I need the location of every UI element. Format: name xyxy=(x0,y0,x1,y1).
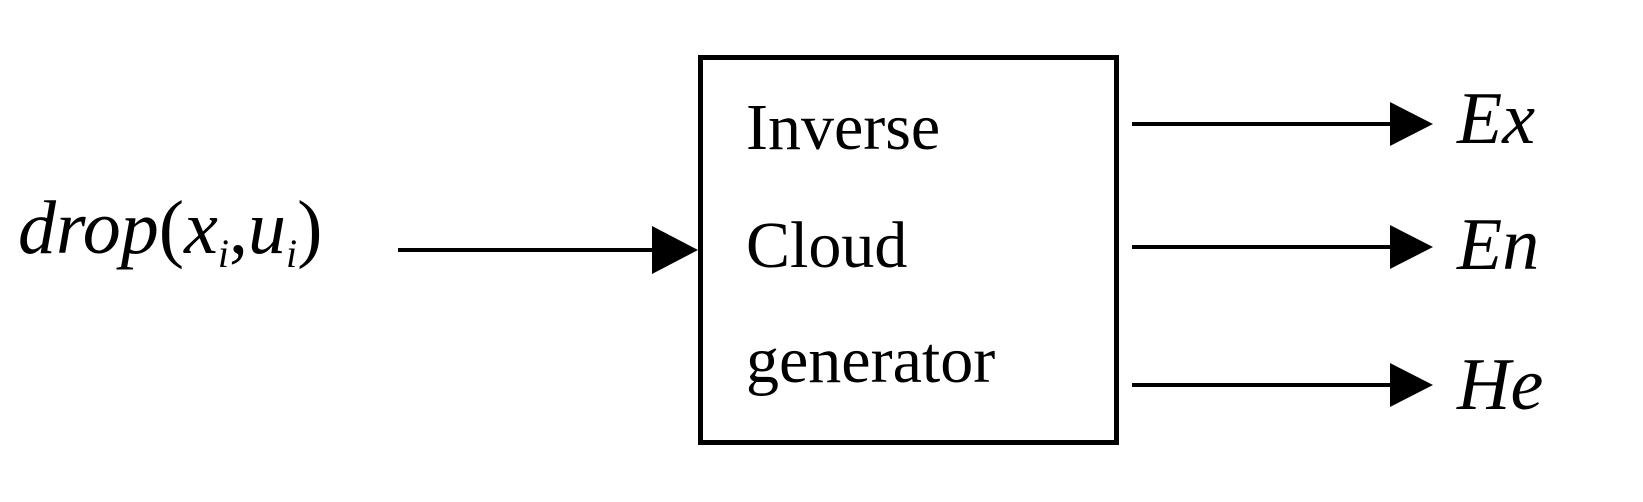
output-label-en: En xyxy=(1457,204,1540,286)
input-open-paren: ( xyxy=(158,186,185,270)
block-label-line-1: Inverse xyxy=(746,91,941,164)
block-label-line-3: generator xyxy=(746,324,996,397)
input-comma: , xyxy=(228,186,248,270)
input-var-x: x xyxy=(184,186,218,270)
block-label-line-2: Cloud xyxy=(746,209,908,282)
input-arrowhead xyxy=(652,226,698,274)
input-close-paren: ) xyxy=(297,186,323,270)
output-arrowhead-ex xyxy=(1390,102,1433,146)
output-label-he: He xyxy=(1457,344,1544,426)
input-var-u: u xyxy=(247,186,286,270)
input-function-name: drop xyxy=(18,186,159,270)
input-label: drop(xi,ui) xyxy=(18,190,322,274)
output-arrowhead-en xyxy=(1390,225,1433,269)
generator-block: Inverse Cloud generator xyxy=(698,55,1119,445)
output-label-ex: Ex xyxy=(1457,78,1536,160)
input-sub-x: i xyxy=(217,231,229,276)
input-sub-u: i xyxy=(285,231,298,276)
output-arrowhead-he xyxy=(1390,363,1433,407)
